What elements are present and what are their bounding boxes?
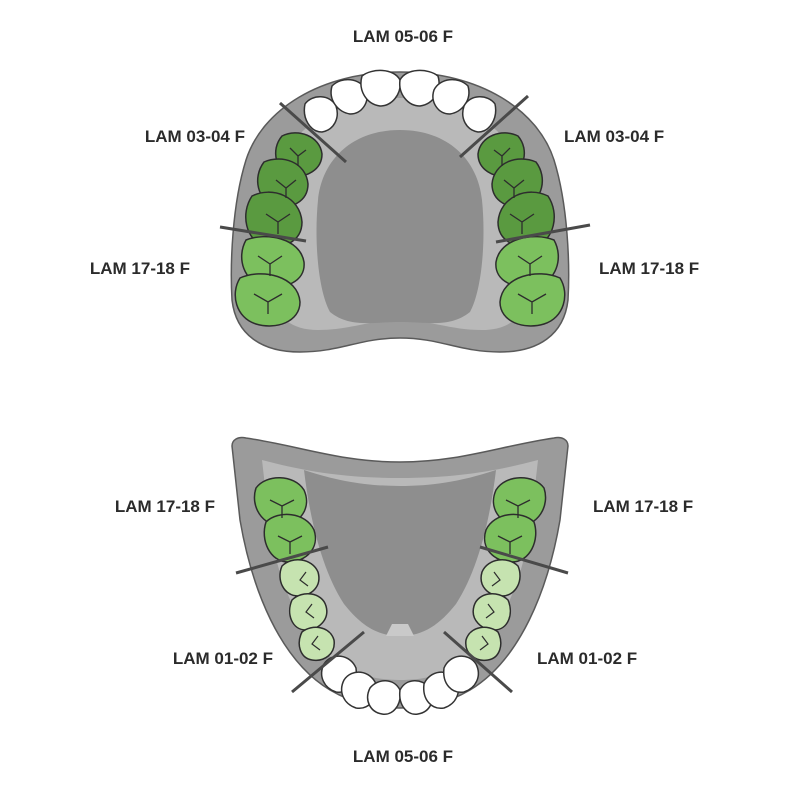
upper-incisors-label: LAM 05-06 F: [353, 27, 453, 46]
lower-frenum: [386, 624, 414, 636]
upper-left-molars: [234, 236, 305, 327]
lower-incisors-label: LAM 05-06 F: [353, 747, 453, 766]
upper-tooth-canine-left: [303, 96, 338, 133]
lower-left-premolars-label: LAM 01-02 F: [173, 649, 273, 668]
lower-arch: [231, 436, 569, 715]
upper-arch: [219, 69, 591, 353]
upper-tooth-canine-right: [462, 96, 497, 133]
lower-right-premolars-label: LAM 01-02 F: [537, 649, 637, 668]
lower-left-molars-label: LAM 17-18 F: [115, 497, 215, 516]
lower-right-molars: [483, 477, 547, 563]
upper-anterior-teeth: [303, 69, 497, 133]
upper-divider-right-anterior: [458, 94, 530, 159]
upper-right-molars: [495, 236, 566, 327]
upper-left-premolars-label: LAM 03-04 F: [145, 127, 245, 146]
upper-divider-right-posterior: [495, 223, 591, 244]
lower-tongue-area: [304, 470, 496, 636]
lower-left-premolars: [279, 559, 335, 662]
lower-divider-left-anterior: [291, 630, 365, 694]
lower-right-premolars: [465, 559, 521, 662]
lower-divider-right-posterior: [479, 545, 569, 575]
upper-palate: [316, 130, 484, 324]
lower-left-molars: [253, 477, 317, 563]
lower-anterior-teeth: [320, 655, 480, 715]
upper-left-molars-label: LAM 17-18 F: [90, 259, 190, 278]
upper-divider-left-posterior: [219, 225, 307, 243]
upper-right-premolars-label: LAM 03-04 F: [564, 127, 664, 146]
upper-tooth-central-left: [360, 69, 401, 107]
upper-right-molars-label: LAM 17-18 F: [599, 259, 699, 278]
lower-right-molars-label: LAM 17-18 F: [593, 497, 693, 516]
upper-divider-left-anterior: [279, 101, 347, 164]
lower-divider-right-anterior: [443, 630, 513, 694]
lower-divider-left-posterior: [235, 545, 329, 575]
upper-tooth-lateral-left: [330, 78, 368, 115]
